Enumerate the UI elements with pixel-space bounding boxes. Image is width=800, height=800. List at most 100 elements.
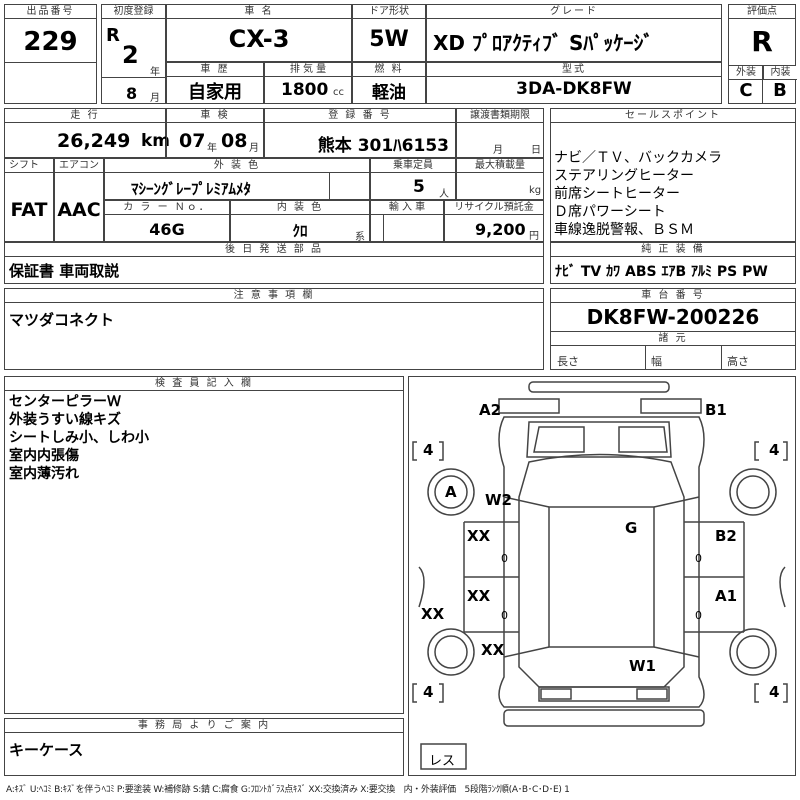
reg-no-cell: 登 録 番 号 熊本 301ﾊ6153 — [264, 108, 456, 158]
score: R — [751, 25, 773, 58]
sales-point: Ｄ席パワーシート — [554, 204, 666, 220]
sales-point: ナビ／ＴＶ、バックカメラ — [554, 150, 722, 166]
later-parts: 保証書 車両取説 — [9, 262, 120, 280]
shift: FAT — [10, 199, 48, 221]
mileage: 26,249 — [57, 130, 131, 152]
inspection-label: 車 検 — [167, 109, 263, 123]
inspection-month-unit: 月 — [249, 143, 259, 154]
shift-cell: シフト FAT — [4, 158, 54, 242]
reg-no-label: 登 録 番 号 — [265, 109, 455, 123]
first-reg-cell: 初度登録 R 2 年 8 月 — [101, 4, 166, 104]
legend: A:ｷｽﾞ U:ﾍｺﾐ B:ｷｽﾞを伴うﾍｺﾐ P:要塗装 W:補修跡 S:錆 … — [6, 785, 570, 795]
sales-points-list: ナビ／ＴＶ、バックカメラ ステアリングヒーター 前席シートヒーター Ｄ席パワーシ… — [554, 149, 722, 239]
mark-xx-2: XX — [467, 587, 491, 605]
door-type: 5W — [369, 27, 409, 52]
month-unit: 月 — [150, 93, 160, 104]
displacement-label: 排 気 量 — [265, 63, 351, 77]
equipment-label: 純 正 装 備 — [551, 243, 795, 257]
capacity-cell: 乗車定員 5 人 — [370, 158, 456, 200]
mark-w2: W2 — [485, 491, 512, 509]
fuel: 軽油 — [372, 83, 406, 103]
car-name-label: 車 名 — [167, 5, 351, 19]
month-num: 8 — [126, 84, 138, 103]
grade-cell: グレード XD ﾌﾟﾛｱｸﾃｨﾌﾞ Sﾊﾟｯｹｰｼﾞ — [426, 4, 722, 62]
tire-fl: 4 — [423, 441, 434, 459]
zero-4: 0 — [695, 609, 702, 622]
transfer-month: 月 — [493, 145, 503, 156]
tire-fr: 4 — [769, 441, 780, 459]
spec-label: 諸 元 — [551, 331, 795, 346]
int-grade: B — [773, 80, 787, 101]
mileage-label: 走 行 — [5, 109, 165, 123]
notes: マツダコネクト — [9, 311, 115, 329]
import-label: 輸 入 車 — [371, 201, 443, 215]
inspector-notes: センターピラーＷ 外装うすい線キズ シートしみ小、しわ小 室内内張傷 室内薄汚れ — [9, 393, 149, 483]
tire-rr: 4 — [769, 683, 780, 701]
door-label: ドア形状 — [353, 5, 425, 19]
color-cell: 外 装 色 ﾏｼｰﾝｸﾞﾚｰﾌﾟﾚﾐｱﾑﾒﾀ — [104, 158, 370, 200]
lot-no-cell: 出品番号 229 — [4, 4, 97, 104]
score-cell: 評価点 R 外装 内装 C B — [728, 4, 797, 104]
fuel-cell: 燃 料 軽油 — [352, 62, 426, 104]
inspection-cell: 車 検 07 年 08 月 — [166, 108, 264, 158]
sales-points-cell: セールスポイント ナビ／ＴＶ、バックカメラ ステアリングヒーター 前席シートヒー… — [550, 108, 796, 242]
import-cell: 輸 入 車 — [370, 200, 444, 242]
width-label: 幅 — [651, 355, 662, 368]
mark-w1: W1 — [629, 657, 656, 675]
interior-label: 内 装 色 — [231, 201, 369, 215]
reg-no: 熊本 301ﾊ6153 — [317, 136, 449, 156]
car-name-cell: 車 名 CX-3 — [166, 4, 352, 62]
equipment-cell: 純 正 装 備 ﾅﾋﾞ TV ｶﾜ ABS ｴｱB ｱﾙﾐ PS PW — [550, 242, 796, 284]
office-text: キーケース — [9, 741, 84, 759]
zero-3: 0 — [501, 609, 508, 622]
capacity: 5 — [413, 177, 425, 197]
zero-1: 0 — [501, 552, 508, 565]
inspector-note: 室内内張傷 — [9, 448, 79, 464]
chassis-number: DK8FW-200226 — [586, 305, 760, 329]
era: R — [106, 25, 120, 46]
model-label: 型式 — [427, 63, 721, 77]
inspector-note: シートしみ小、しわ小 — [9, 430, 149, 446]
load-unit: kg — [529, 185, 542, 196]
color-label: 外 装 色 — [105, 159, 369, 173]
recycle-unit: 円 — [529, 231, 539, 242]
mileage-unit: km — [141, 131, 171, 151]
sales-point: ステアリングヒーター — [554, 168, 694, 184]
interior: ｸﾛ — [292, 222, 308, 240]
mark-xx-1: XX — [467, 527, 491, 545]
equipment: ﾅﾋﾞ TV ｶﾜ ABS ｴｱB ｱﾙﾐ PS PW — [555, 264, 768, 280]
mark-xx-4: XX — [481, 641, 505, 659]
first-reg-label: 初度登録 — [102, 5, 165, 19]
chassis-label: 車 台 番 号 — [551, 289, 795, 303]
spare-tire: レス — [429, 754, 456, 769]
lot-no: 229 — [23, 27, 78, 57]
fuel-label: 燃 料 — [353, 63, 425, 77]
interior-unit: 系 — [355, 232, 365, 243]
lot-no-label: 出品番号 — [5, 5, 96, 19]
load-label: 最大積載量 — [457, 159, 543, 173]
displacement: 1800 — [281, 80, 329, 100]
transfer-label: 譲渡書類期限 — [457, 109, 543, 123]
transfer-cell: 譲渡書類期限 月 日 — [456, 108, 544, 158]
displacement-unit: cc — [333, 87, 344, 98]
inspection-month: 08 — [221, 130, 248, 152]
mark-g: G — [625, 519, 638, 537]
office-label: 事 務 局 よ り ご 案 内 — [5, 719, 403, 733]
capacity-unit: 人 — [439, 189, 449, 200]
mark-a: A — [445, 483, 457, 501]
later-parts-label: 後 日 発 送 部 品 — [5, 243, 543, 257]
history-label: 車 歴 — [167, 63, 263, 77]
grade-label: グレード — [427, 5, 721, 19]
mileage-cell: 走 行 26,249 km — [4, 108, 170, 158]
color-no-cell: カ ラ ー Ｎｏ． 46G — [104, 200, 230, 242]
transfer-day: 日 — [531, 145, 541, 156]
door-cell: ドア形状 5W — [352, 4, 426, 62]
year-num: 2 — [122, 41, 139, 69]
car-name: CX-3 — [228, 25, 290, 53]
mark-b2: B2 — [715, 527, 737, 545]
ac-cell: エアコン AAC — [54, 158, 104, 242]
score-label: 評価点 — [729, 5, 795, 19]
grade: XD ﾌﾟﾛｱｸﾃｨﾌﾞ Sﾊﾟｯｹｰｼﾞ — [433, 31, 654, 55]
recycle-cell: リサイクル預託金 9,200 円 — [444, 200, 544, 242]
sales-point: 前席シートヒーター — [554, 186, 680, 202]
